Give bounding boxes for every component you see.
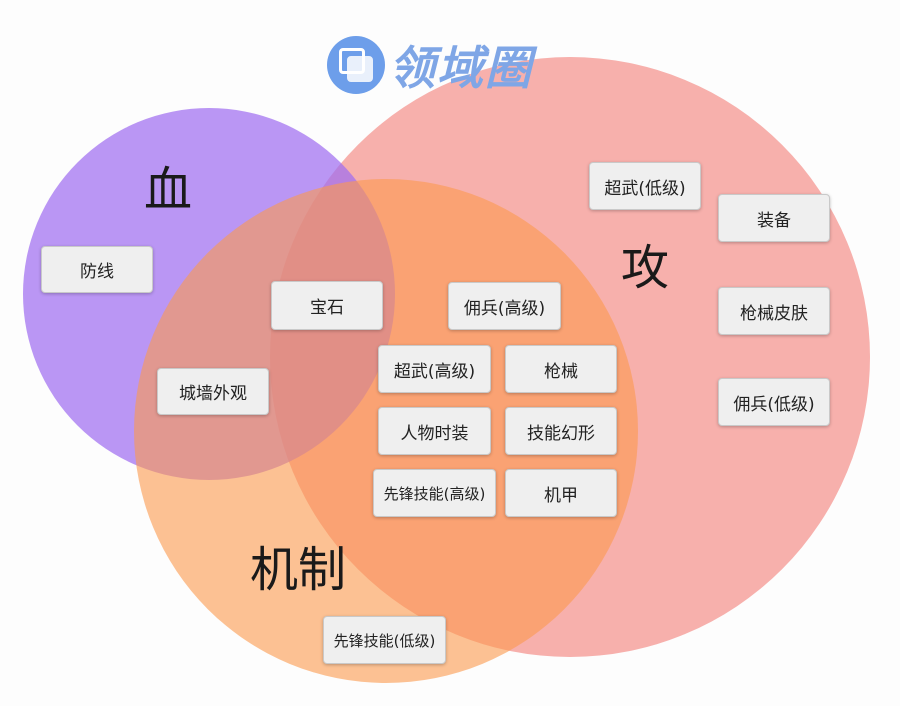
item-box: 装备 <box>718 194 830 242</box>
item-box: 机甲 <box>505 469 617 517</box>
logo-icon <box>327 36 385 94</box>
item-box: 枪械 <box>505 345 617 393</box>
item-box: 宝石 <box>271 281 383 330</box>
item-box: 先锋技能(高级) <box>373 469 496 517</box>
item-box: 枪械皮肤 <box>718 287 830 335</box>
item-box: 防线 <box>41 246 153 293</box>
item-box: 人物时装 <box>378 407 491 455</box>
item-box: 超武(高级) <box>378 345 491 393</box>
set-label-blood: 血 <box>143 162 193 218</box>
item-box: 城墙外观 <box>157 368 269 415</box>
logo-text: 领域圈 <box>389 41 533 95</box>
item-box: 佣兵(低级) <box>718 378 830 426</box>
item-box: 技能幻形 <box>505 407 617 455</box>
set-label-attack: 攻 <box>620 240 670 296</box>
set-label-mechanism: 机制 <box>249 542 347 598</box>
item-box: 先锋技能(低级) <box>323 616 446 664</box>
logo: 领域圈 <box>327 32 533 98</box>
item-box: 佣兵(高级) <box>448 282 561 330</box>
item-box: 超武(低级) <box>589 162 701 210</box>
